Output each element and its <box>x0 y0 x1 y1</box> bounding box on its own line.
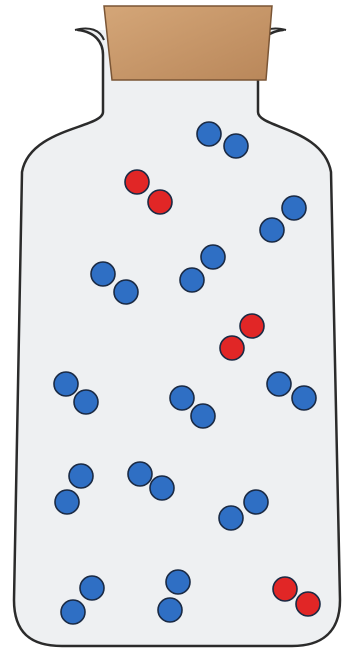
atom <box>54 372 78 396</box>
atom <box>296 592 320 616</box>
atom <box>170 386 194 410</box>
atom <box>148 190 172 214</box>
atom <box>114 280 138 304</box>
atom <box>125 170 149 194</box>
atom <box>219 506 243 530</box>
atom <box>180 268 204 292</box>
atom <box>224 134 248 158</box>
atom <box>240 314 264 338</box>
atom <box>191 404 215 428</box>
atom <box>128 462 152 486</box>
atom <box>158 598 182 622</box>
cork-stopper <box>104 6 272 80</box>
jar-body <box>14 30 340 646</box>
atom <box>150 476 174 500</box>
atom <box>267 372 291 396</box>
atom <box>61 600 85 624</box>
atom <box>220 336 244 360</box>
atom <box>244 490 268 514</box>
atom <box>55 490 79 514</box>
atom <box>292 386 316 410</box>
atom <box>260 218 284 242</box>
atom <box>273 577 297 601</box>
atom <box>201 245 225 269</box>
atom <box>91 262 115 286</box>
atom <box>282 196 306 220</box>
atom <box>166 570 190 594</box>
atom <box>197 122 221 146</box>
atom <box>69 464 93 488</box>
atom <box>80 576 104 600</box>
atom <box>74 390 98 414</box>
